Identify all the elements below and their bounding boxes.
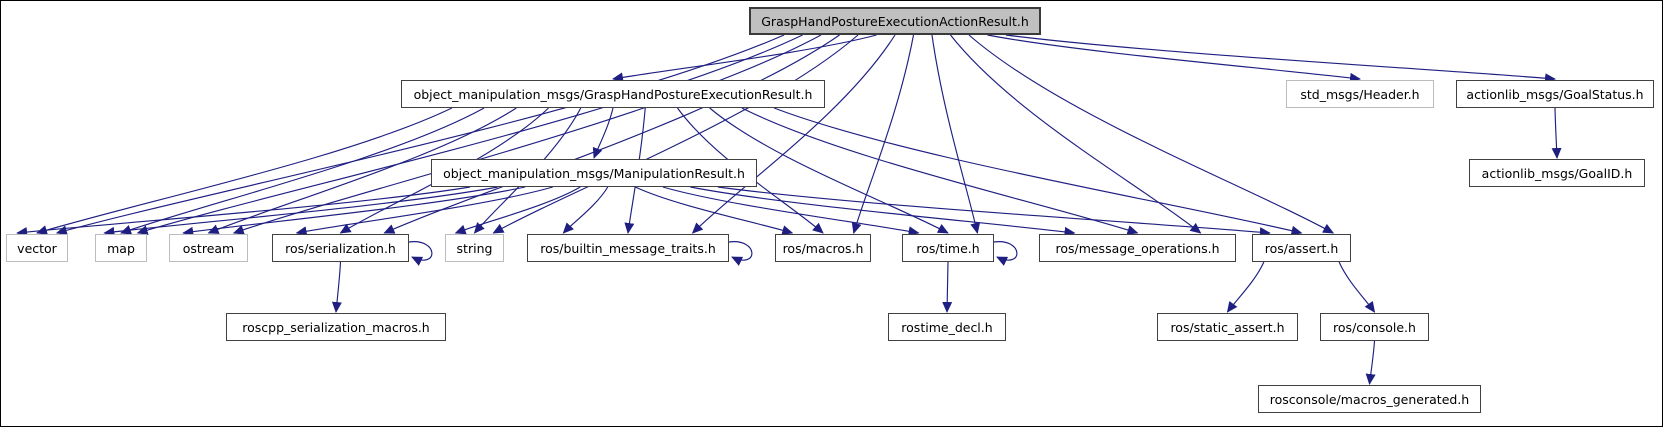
graph-node-label: rostime_decl.h bbox=[901, 319, 993, 335]
edge-manip-traits bbox=[562, 186, 609, 234]
graph-node-string: string bbox=[445, 234, 504, 262]
graph-node-traits[interactable]: ros/builtin_message_traits.h bbox=[527, 234, 729, 262]
edge-result-manip bbox=[592, 107, 614, 159]
edge-root-string bbox=[492, 34, 859, 234]
edge-root-ostream bbox=[232, 34, 822, 235]
graph-node-label: ros/message_operations.h bbox=[1055, 240, 1220, 256]
edge-root-assert bbox=[968, 34, 1335, 234]
graph-node-goalid[interactable]: actionlib_msgs/GoalID.h bbox=[1469, 159, 1645, 187]
edge-root-macros bbox=[851, 34, 915, 234]
graph-node-ostream: ostream bbox=[169, 234, 248, 262]
graph-node-goalstatus[interactable]: actionlib_msgs/GoalStatus.h bbox=[1456, 80, 1654, 108]
graph-node-label: GraspHandPostureExecutionActionResult.h bbox=[761, 13, 1029, 29]
edge-root-traits bbox=[691, 34, 896, 234]
graph-node-label: ros/console.h bbox=[1333, 319, 1416, 335]
edge-manip-macros bbox=[635, 186, 794, 235]
graph-node-result[interactable]: object_manipulation_msgs/GraspHandPostur… bbox=[401, 80, 825, 108]
graph-node-rosconsole[interactable]: rosconsole/macros_generated.h bbox=[1258, 385, 1481, 413]
graph-node-label: ros/macros.h bbox=[782, 240, 864, 256]
edge-root-serialization bbox=[383, 34, 840, 234]
edge-manip-map bbox=[103, 186, 498, 237]
graph-node-label: string bbox=[456, 240, 493, 256]
edge-assert-console bbox=[1338, 261, 1376, 313]
graph-node-label: map bbox=[107, 240, 135, 256]
graph-node-label: object_manipulation_msgs/ManipulationRes… bbox=[443, 165, 745, 181]
graph-node-label: object_manipulation_msgs/GraspHandPostur… bbox=[413, 86, 813, 102]
edge-manip-vector bbox=[16, 186, 471, 237]
graph-node-label: actionlib_msgs/GoalID.h bbox=[1481, 165, 1633, 181]
graph-node-label: actionlib_msgs/GoalStatus.h bbox=[1466, 86, 1644, 102]
graph-node-root: GraspHandPostureExecutionActionResult.h bbox=[749, 7, 1041, 35]
edge-assert-staticassert bbox=[1226, 261, 1265, 313]
edge-root-time bbox=[931, 34, 981, 234]
graph-node-label: ostream bbox=[182, 240, 235, 256]
edge-serialization-sermacros bbox=[331, 261, 342, 313]
edge-manip-ostream bbox=[182, 186, 526, 237]
graph-node-manip[interactable]: object_manipulation_msgs/ManipulationRes… bbox=[431, 159, 757, 187]
edge-goalstatus-goalid bbox=[1551, 107, 1562, 159]
edge-result-ostream bbox=[207, 107, 517, 234]
graph-node-label: ros/time.h bbox=[916, 240, 980, 256]
edge-root-vector bbox=[55, 34, 785, 236]
graph-node-map: map bbox=[95, 234, 147, 262]
edge-root-header bbox=[987, 34, 1361, 83]
edge-manip-assert bbox=[717, 186, 1271, 238]
graph-node-label: std_msgs/Header.h bbox=[1300, 86, 1420, 102]
edge-manip-string bbox=[454, 186, 581, 235]
edge-result-assert bbox=[773, 107, 1303, 236]
edge-manip-msgops bbox=[690, 186, 1076, 237]
graph-node-label: ros/static_assert.h bbox=[1170, 319, 1285, 335]
graph-node-vector: vector bbox=[6, 234, 68, 262]
graph-node-macros[interactable]: ros/macros.h bbox=[775, 234, 871, 262]
edge-result-time bbox=[709, 107, 949, 234]
edge-serialization-self bbox=[408, 241, 433, 266]
graph-node-serialization[interactable]: ros/serialization.h bbox=[272, 234, 409, 262]
graph-node-sermacros[interactable]: roscpp_serialization_macros.h bbox=[226, 313, 446, 341]
graph-node-label: roscpp_serialization_macros.h bbox=[242, 319, 430, 335]
graph-node-staticassert[interactable]: ros/static_assert.h bbox=[1157, 313, 1298, 341]
edge-time-self bbox=[993, 241, 1018, 266]
edge-root-msgops bbox=[950, 34, 1202, 234]
graph-node-assert[interactable]: ros/assert.h bbox=[1252, 234, 1351, 262]
graph-node-rostimedecl[interactable]: rostime_decl.h bbox=[888, 313, 1006, 341]
graph-node-label: ros/assert.h bbox=[1264, 240, 1339, 256]
edge-traits-self bbox=[728, 241, 753, 266]
edge-root-result bbox=[612, 34, 877, 83]
graph-node-header: std_msgs/Header.h bbox=[1286, 80, 1434, 108]
edge-root-map bbox=[136, 34, 803, 235]
edge-manip-time bbox=[662, 186, 920, 237]
edge-result-vector bbox=[36, 107, 453, 235]
graph-node-label: vector bbox=[17, 240, 57, 256]
graph-node-msgops[interactable]: ros/message_operations.h bbox=[1039, 234, 1236, 262]
edge-time-rostimedecl bbox=[942, 261, 953, 313]
graph-node-label: ros/serialization.h bbox=[285, 240, 396, 256]
graph-node-label: rosconsole/macros_generated.h bbox=[1269, 391, 1470, 407]
graph-node-time[interactable]: ros/time.h bbox=[902, 234, 994, 262]
graph-node-label: ros/builtin_message_traits.h bbox=[540, 240, 716, 256]
edge-console-rosconsole bbox=[1365, 340, 1376, 385]
edge-root-goalstatus bbox=[1005, 34, 1556, 84]
edge-manip-serialization bbox=[295, 186, 553, 237]
graph-node-console[interactable]: ros/console.h bbox=[1320, 313, 1429, 341]
